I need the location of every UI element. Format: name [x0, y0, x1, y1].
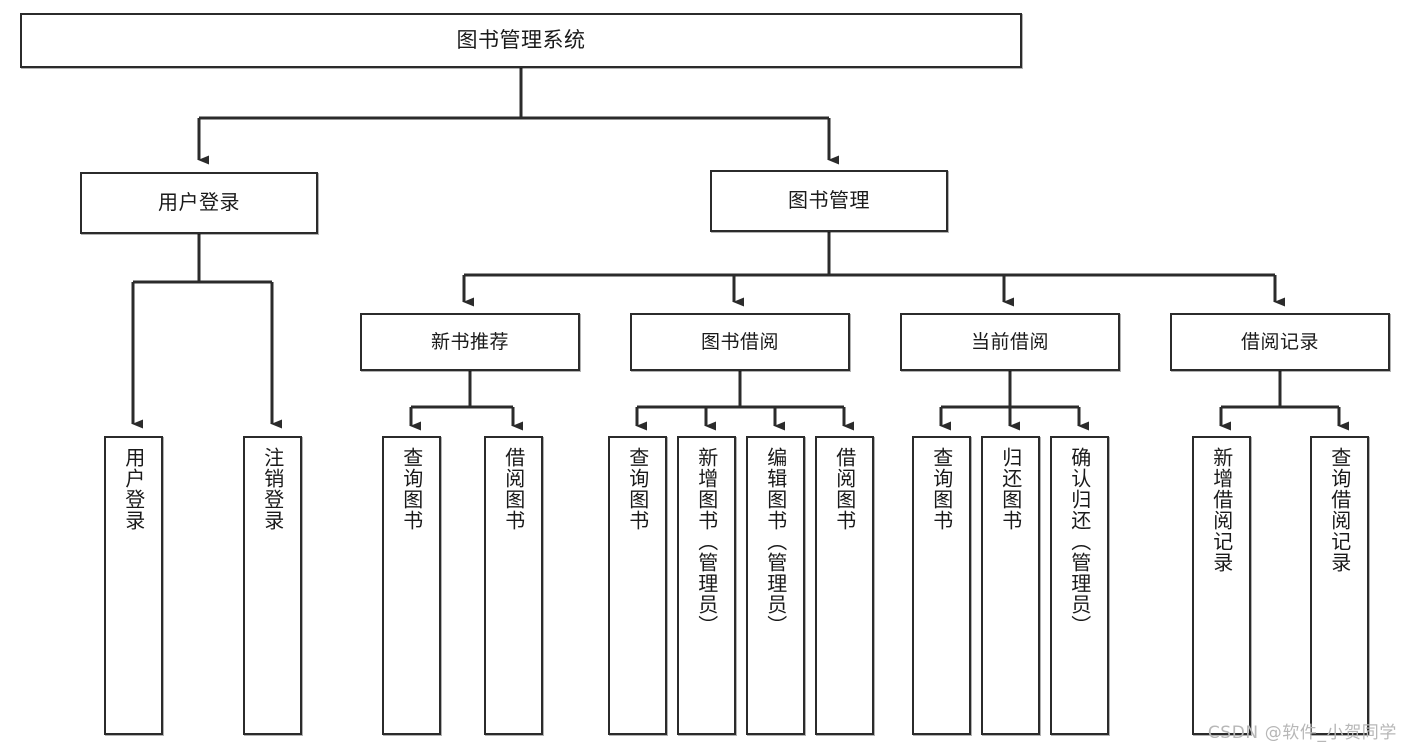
node-current-borrow-label: 当前借阅	[970, 330, 1049, 353]
node-leaf-borrow-book-2-label: 借阅图书	[832, 447, 857, 531]
node-leaf-borrow-book-1[interactable]: 借阅图书	[484, 436, 543, 735]
node-leaf-logout-login-label: 注销登录	[260, 447, 285, 531]
node-leaf-add-record-label: 新增借阅记录	[1209, 447, 1234, 573]
node-root[interactable]: 图书管理系统	[20, 13, 1022, 68]
node-leaf-logout-login[interactable]: 注销登录	[243, 436, 302, 735]
node-leaf-add-book[interactable]: 新增图书（管理员）	[677, 436, 736, 735]
watermark-text: CSDN @软件_小贺同学	[1207, 723, 1397, 743]
node-book-borrow[interactable]: 图书借阅	[630, 313, 850, 371]
node-leaf-query-book-1[interactable]: 查询图书	[382, 436, 441, 735]
node-user-login-label: 用户登录	[158, 190, 240, 215]
node-book-management[interactable]: 图书管理	[710, 170, 948, 232]
node-leaf-edit-book[interactable]: 编辑图书（管理员）	[746, 436, 805, 735]
node-leaf-add-record[interactable]: 新增借阅记录	[1192, 436, 1251, 735]
node-leaf-query-book-3[interactable]: 查询图书	[912, 436, 971, 735]
node-leaf-user-login-label: 用户登录	[121, 447, 146, 531]
node-leaf-query-book-1-label: 查询图书	[399, 447, 424, 531]
node-borrow-record-label: 借阅记录	[1240, 330, 1319, 353]
node-leaf-user-login[interactable]: 用户登录	[104, 436, 163, 735]
node-leaf-confirm-return[interactable]: 确认归还（管理员）	[1050, 436, 1109, 735]
node-leaf-query-record-label: 查询借阅记录	[1327, 447, 1352, 573]
node-book-management-label: 图书管理	[788, 188, 870, 213]
node-leaf-query-book-2[interactable]: 查询图书	[608, 436, 667, 735]
node-leaf-query-book-3-label: 查询图书	[929, 447, 954, 531]
node-leaf-confirm-return-label: 确认归还（管理员）	[1067, 447, 1092, 636]
node-root-label: 图书管理系统	[456, 28, 586, 53]
node-leaf-borrow-book-2[interactable]: 借阅图书	[815, 436, 874, 735]
node-leaf-return-book-label: 归还图书	[998, 447, 1023, 531]
node-book-borrow-label: 图书借阅	[700, 330, 779, 353]
node-new-book-recommend[interactable]: 新书推荐	[360, 313, 580, 371]
node-borrow-record[interactable]: 借阅记录	[1170, 313, 1390, 371]
node-current-borrow[interactable]: 当前借阅	[900, 313, 1120, 371]
node-leaf-edit-book-label: 编辑图书（管理员）	[763, 447, 788, 636]
node-leaf-add-book-label: 新增图书（管理员）	[694, 447, 719, 636]
node-leaf-borrow-book-1-label: 借阅图书	[501, 447, 526, 531]
node-leaf-query-book-2-label: 查询图书	[625, 447, 650, 531]
node-leaf-return-book[interactable]: 归还图书	[981, 436, 1040, 735]
node-new-book-recommend-label: 新书推荐	[430, 330, 509, 353]
node-leaf-query-record[interactable]: 查询借阅记录	[1310, 436, 1369, 735]
node-user-login[interactable]: 用户登录	[80, 172, 318, 234]
